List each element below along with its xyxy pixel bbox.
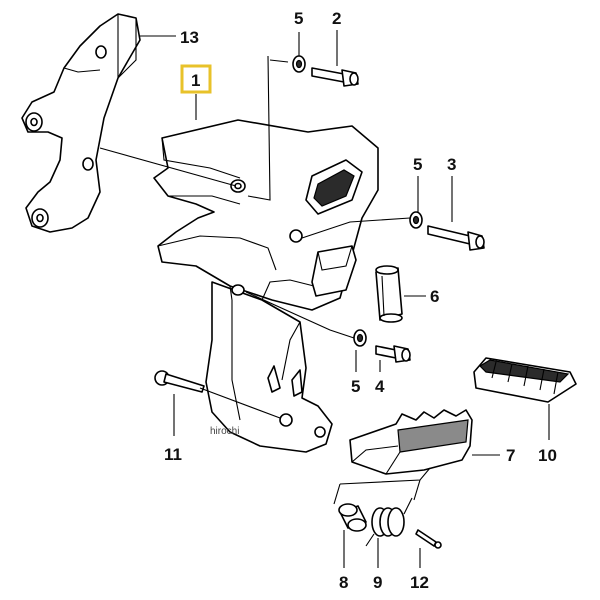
split-pin-part-12 — [415, 529, 442, 549]
callout-12: 12 — [410, 573, 429, 592]
callout-11: 11 — [164, 445, 182, 464]
callout-5-middle: 5 — [413, 155, 422, 174]
callout-2: 2 — [332, 9, 341, 28]
assembly-lines — [99, 55, 431, 505]
main-bracket-part-1 — [153, 119, 379, 453]
callout-7: 7 — [506, 446, 515, 465]
callout-13: 13 — [180, 28, 199, 47]
callout-9: 9 — [373, 573, 382, 592]
callout-1: 1 — [191, 71, 200, 90]
bracket-part-13 — [21, 13, 141, 233]
callout-labels: 13 1 5 2 5 3 6 5 4 11 7 10 8 9 12 — [164, 9, 557, 592]
bolt-part-2 — [311, 67, 359, 87]
roller-part-8 — [338, 503, 367, 532]
washer-part-5-top — [292, 55, 306, 73]
callout-3: 3 — [447, 155, 456, 174]
bolt-part-3 — [427, 225, 485, 251]
callout-5-bottom: 5 — [351, 377, 360, 396]
watermark: hirochi — [210, 426, 239, 437]
washer-part-5-middle — [409, 211, 423, 229]
pin-part-11 — [154, 370, 205, 393]
callout-4: 4 — [375, 377, 385, 396]
footpeg-part-7 — [349, 409, 473, 475]
washer-part-5-bottom — [353, 329, 367, 347]
callout-5-top: 5 — [294, 9, 303, 28]
callout-8: 8 — [339, 573, 348, 592]
callout-leaders — [140, 30, 550, 568]
spring-part-9 — [365, 497, 413, 547]
callout-10: 10 — [538, 446, 557, 465]
bushing-part-6 — [375, 265, 403, 323]
bolt-part-4 — [375, 345, 411, 363]
callout-6: 6 — [430, 287, 439, 306]
callout-1-highlight — [180, 64, 212, 94]
rubber-pad-part-10 — [473, 357, 577, 403]
